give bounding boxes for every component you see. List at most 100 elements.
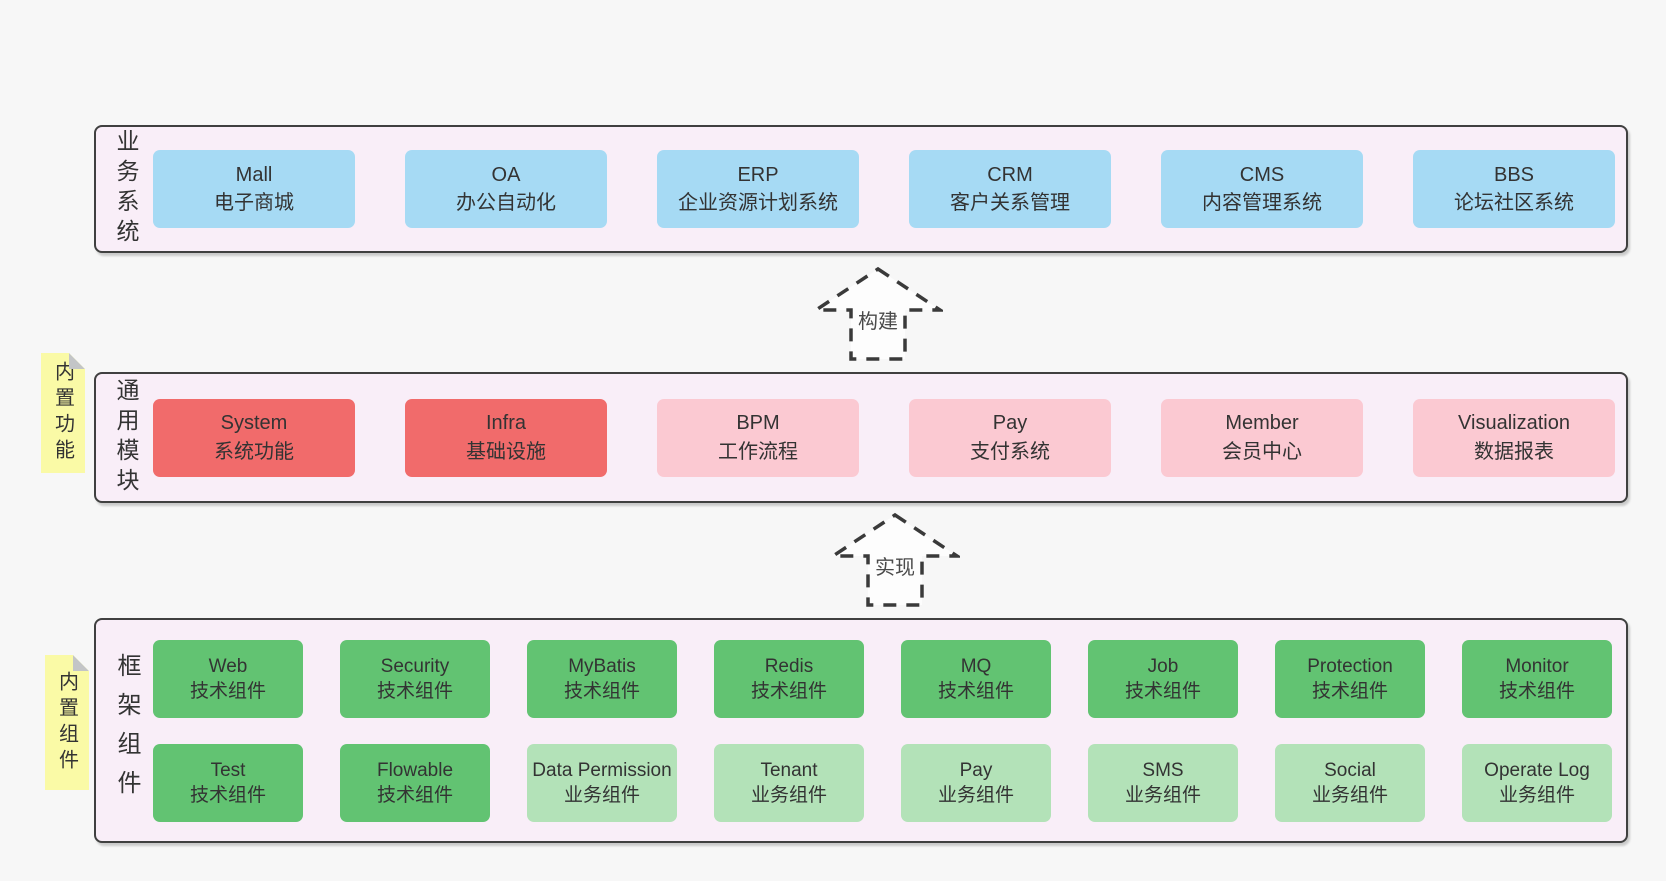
box-desc: 系统功能: [214, 440, 294, 463]
module-boxes: System 系统功能 Infra 基础设施 BPM 工作流程 Pay 支付系统…: [153, 374, 1618, 501]
layer-common-modules: 通用模块 System 系统功能 Infra 基础设施 BPM 工作流程 Pay…: [94, 372, 1628, 503]
box-desc: 技术组件: [750, 681, 827, 702]
box-monitor: Monitor 技术组件: [1462, 640, 1612, 718]
box-pay-biz: Pay 业务组件: [901, 744, 1051, 822]
box-name: BBS: [1493, 163, 1535, 186]
box-crm: CRM 客户关系管理: [909, 150, 1111, 228]
box-tenant: Tenant 业务组件: [714, 744, 864, 822]
box-system: System 系统功能: [153, 398, 355, 477]
sticky-text: 内置功能: [51, 361, 74, 465]
box-desc: 业务组件: [563, 785, 640, 806]
box-desc: 数据报表: [1474, 440, 1554, 463]
box-sms: SMS 业务组件: [1088, 744, 1238, 822]
arrow-build-label: 构建: [855, 304, 901, 335]
sticky-built-in-components: 内置组件: [45, 655, 89, 790]
box-desc: 业务组件: [1124, 785, 1201, 806]
box-name: MQ: [960, 655, 992, 677]
box-name: Test: [210, 759, 246, 781]
box-erp: ERP 企业资源计划系统: [657, 150, 859, 228]
box-redis: Redis 技术组件: [714, 640, 864, 718]
box-desc: 技术组件: [376, 785, 453, 806]
layer-components-label: 框架组件: [113, 652, 140, 809]
box-name: Pay: [959, 759, 993, 781]
box-name: Member: [1225, 412, 1299, 435]
box-name: Social: [1324, 759, 1376, 781]
box-name: System: [220, 412, 288, 435]
box-name: Job: [1147, 655, 1179, 677]
box-desc: 会员中心: [1222, 440, 1302, 463]
box-mall: Mall 电子商城: [153, 150, 355, 228]
box-job: Job 技术组件: [1088, 640, 1238, 718]
box-desc: 技术组件: [189, 785, 266, 806]
box-desc: 技术组件: [1124, 681, 1201, 702]
layer-modules-label: 通用模块: [113, 377, 139, 498]
box-name: Data Permission: [532, 759, 672, 781]
component-row-1: Web 技术组件 Security 技术组件 MyBatis 技术组件 Redi…: [153, 640, 1618, 718]
box-name: Redis: [764, 655, 814, 677]
box-desc: 办公自动化: [456, 192, 556, 214]
layer-framework-components: 框架组件 Web 技术组件 Security 技术组件 MyBatis 技术组件…: [94, 618, 1628, 843]
box-desc: 企业资源计划系统: [678, 192, 838, 214]
box-pay: Pay 支付系统: [909, 398, 1111, 477]
box-name: ERP: [737, 163, 779, 186]
box-name: Web: [208, 655, 248, 677]
box-name: Monitor: [1505, 655, 1569, 677]
box-name: Protection: [1307, 655, 1393, 677]
box-bbs: BBS 论坛社区系统: [1413, 150, 1615, 228]
box-flowable: Flowable 技术组件: [340, 744, 490, 822]
box-desc: 客户关系管理: [950, 192, 1070, 214]
component-row-2: Test 技术组件 Flowable 技术组件 Data Permission …: [153, 744, 1618, 822]
box-protection: Protection 技术组件: [1275, 640, 1425, 718]
box-name: CMS: [1239, 163, 1285, 186]
box-test: Test 技术组件: [153, 744, 303, 822]
box-desc: 业务组件: [1498, 785, 1575, 806]
box-mybatis: MyBatis 技术组件: [527, 640, 677, 718]
sticky-built-in-features: 内置功能: [41, 353, 85, 473]
component-rows: Web 技术组件 Security 技术组件 MyBatis 技术组件 Redi…: [153, 640, 1618, 822]
box-desc: 内容管理系统: [1202, 192, 1322, 214]
box-desc: 业务组件: [1311, 785, 1388, 806]
box-data-permission: Data Permission 业务组件: [527, 744, 677, 822]
box-cms: CMS 内容管理系统: [1161, 150, 1363, 228]
box-desc: 业务组件: [937, 785, 1014, 806]
box-name: Operate Log: [1484, 759, 1590, 781]
layer-business-label: 业务系统: [113, 129, 139, 249]
box-desc: 工作流程: [718, 440, 798, 463]
box-name: Pay: [992, 412, 1028, 435]
box-name: Tenant: [760, 759, 818, 781]
layer-business-systems: 业务系统 Mall 电子商城 OA 办公自动化 ERP 企业资源计划系统 CRM…: [94, 125, 1628, 253]
box-name: MyBatis: [568, 655, 636, 677]
box-visualization: Visualization 数据报表: [1413, 398, 1615, 477]
box-desc: 技术组件: [937, 681, 1014, 702]
box-name: Flowable: [376, 759, 454, 781]
box-desc: 技术组件: [376, 681, 453, 702]
box-name: Mall: [235, 163, 273, 186]
sticky-text: 内置组件: [55, 670, 78, 775]
box-name: Security: [380, 655, 450, 677]
arrow-implement: 实现: [830, 512, 960, 608]
folded-corner-icon: [73, 655, 89, 671]
box-operate-log: Operate Log 业务组件: [1462, 744, 1612, 822]
box-desc: 技术组件: [1311, 681, 1388, 702]
box-name: Visualization: [1458, 412, 1570, 435]
box-name: Infra: [485, 412, 527, 435]
box-member: Member 会员中心: [1161, 398, 1363, 477]
box-desc: 技术组件: [189, 681, 266, 702]
box-desc: 技术组件: [563, 681, 640, 702]
box-desc: 论坛社区系统: [1454, 192, 1574, 214]
box-name: OA: [491, 163, 521, 186]
box-social: Social 业务组件: [1275, 744, 1425, 822]
box-desc: 支付系统: [970, 440, 1050, 463]
box-mq: MQ 技术组件: [901, 640, 1051, 718]
box-web: Web 技术组件: [153, 640, 303, 718]
box-oa: OA 办公自动化: [405, 150, 607, 228]
box-name: BPM: [736, 412, 780, 435]
business-boxes: Mall 电子商城 OA 办公自动化 ERP 企业资源计划系统 CRM 客户关系…: [153, 127, 1618, 251]
box-infra: Infra 基础设施: [405, 398, 607, 477]
arrow-build: 构建: [813, 266, 943, 362]
box-desc: 电子商城: [214, 192, 294, 214]
box-name: CRM: [987, 163, 1033, 186]
box-desc: 业务组件: [750, 785, 827, 806]
folded-corner-icon: [69, 353, 85, 369]
